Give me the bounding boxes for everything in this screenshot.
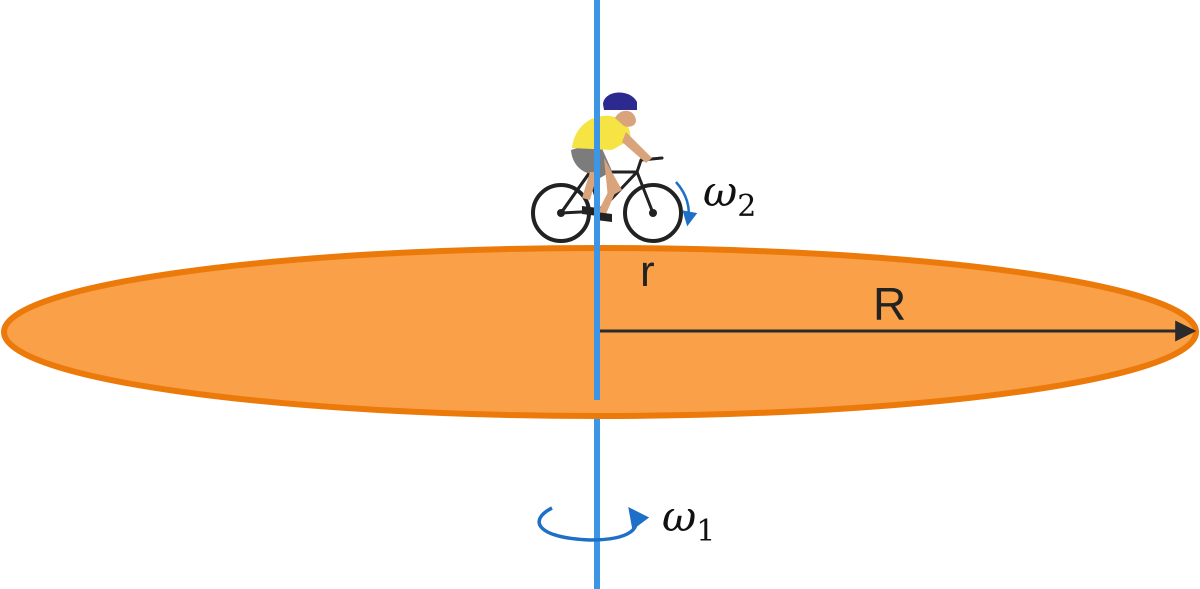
omega1-label: ω1	[662, 492, 715, 549]
omega2-label: ω2	[703, 167, 756, 224]
disk-radius-label: R	[873, 278, 906, 330]
omega2-subscript: 2	[737, 189, 756, 224]
cyclist-icon	[531, 92, 683, 243]
omega2-symbol: ω	[703, 167, 737, 216]
cyclist-radius-label: r	[640, 247, 655, 296]
disk-rotation-arrow	[537, 506, 650, 542]
omega1-subscript: 1	[696, 514, 715, 549]
wheel-rotation-arrow	[675, 181, 698, 227]
omega1-symbol: ω	[662, 492, 696, 541]
